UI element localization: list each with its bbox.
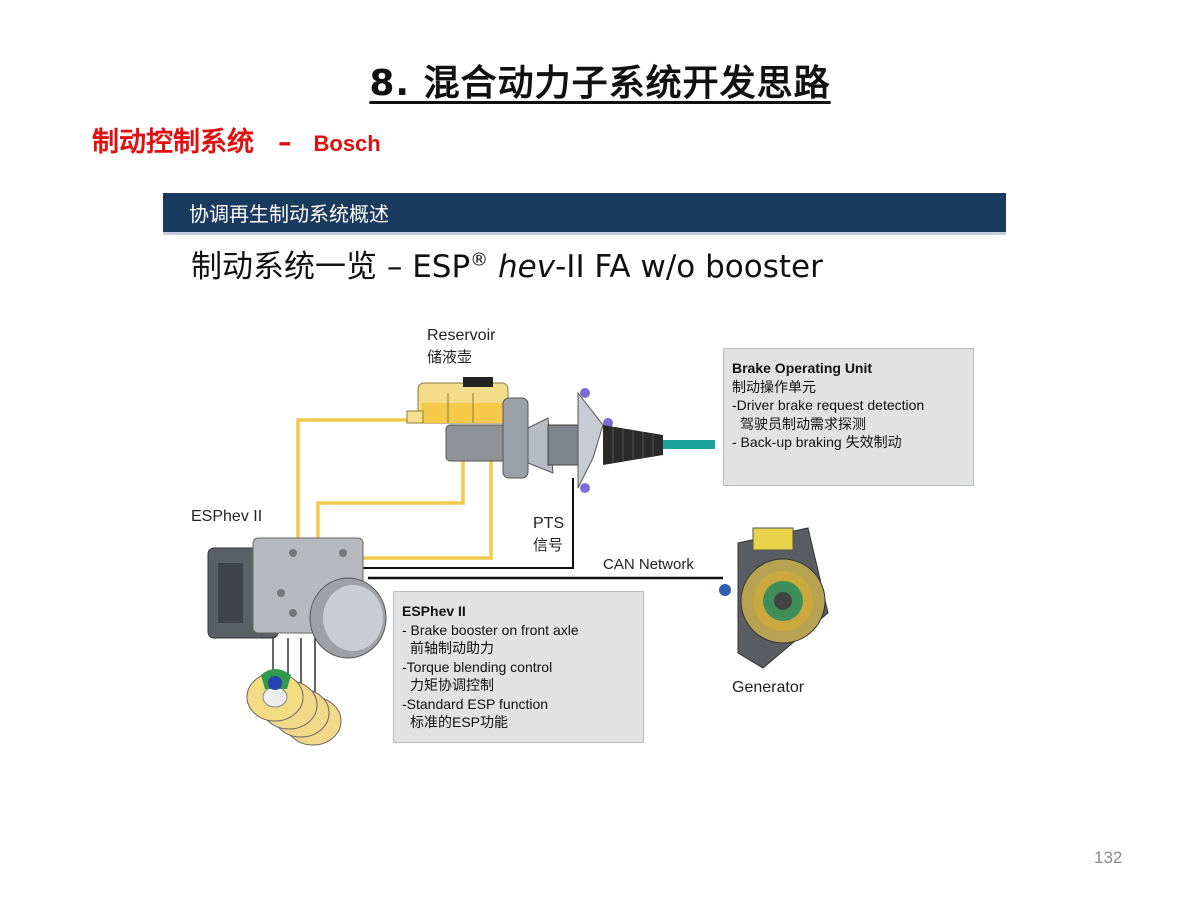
reservoir-cn-label: 储液壶	[427, 349, 473, 366]
esp-box-line3: -Standard ESP function	[402, 695, 549, 712]
hydraulic-lines	[296, 418, 493, 560]
hydraulic-line-3	[351, 458, 493, 560]
esp-box-line1-cn: 前轴制动助力	[410, 640, 494, 656]
esp-box-line2: -Torque blending control	[402, 658, 553, 675]
pts-label: PTS	[533, 515, 565, 532]
can-network-label: CAN Network	[603, 556, 694, 573]
section-subtitle: 制动控制系统–Bosch	[92, 120, 381, 159]
slide-banner: 协调再生制动系统概述	[163, 193, 1006, 235]
subtitle-brand: Bosch	[313, 131, 381, 156]
bou-line1-cn: 驾驶员制动需求探测	[740, 415, 866, 432]
subtitle-dash: –	[278, 127, 292, 158]
heading-suffix: -II FA w/o booster	[555, 249, 823, 285]
esp-box-line3-cn: 标准的ESP功能	[410, 714, 509, 730]
esphev-unit-graphic	[207, 537, 387, 659]
bou-line2: - Back-up braking 失效制动	[732, 434, 902, 450]
bou-title: Brake Operating Unit	[732, 360, 873, 376]
generator-graphic	[719, 527, 829, 669]
hydraulic-line-2	[316, 458, 465, 538]
pts-signal-line	[363, 478, 574, 569]
brake-system-diagram	[207, 377, 829, 746]
esp-box-line1: - Brake booster on front axle	[402, 621, 579, 638]
bou-title-cn: 制动操作单元	[732, 378, 816, 395]
hydraulic-line-1	[296, 418, 408, 538]
heading-prefix: 制动系统一览 – ESP	[191, 249, 471, 285]
bou-line1: -Driver brake request detection	[732, 397, 925, 413]
wheel-brakes-graphic	[246, 669, 342, 746]
reservoir-label: Reservoir	[427, 327, 496, 344]
slide-heading: 制动系统一览 – ESP® hev-II FA w/o booster	[191, 241, 823, 286]
embedded-slide: 协调再生制动系统概述 制动系统一览 – ESP® hev-II FA w/o b…	[163, 193, 1006, 768]
pts-cn-label: 信号	[533, 537, 564, 554]
esp-box-title: ESPhev II	[402, 603, 466, 619]
reservoir-graphic	[406, 377, 509, 424]
brake-operating-unit-graphic	[445, 388, 715, 493]
esphev-info-box: ESPhev II - Brake booster on front axle …	[393, 591, 644, 743]
heading-italic: hev	[498, 249, 556, 285]
page-number: 132	[1094, 848, 1123, 867]
esphev-label: ESPhev II	[191, 508, 263, 525]
brake-operating-unit-box: Brake Operating Unit 制动操作单元 -Driver brak…	[723, 348, 974, 486]
page-title: 8. 混合动力子系统开发思路	[369, 63, 831, 104]
heading-reg-mark: ®	[470, 249, 489, 271]
esp-box-line2-cn: 力矩协调控制	[410, 677, 494, 693]
generator-label: Generator	[732, 679, 805, 696]
subtitle-main: 制动控制系统	[92, 127, 254, 158]
